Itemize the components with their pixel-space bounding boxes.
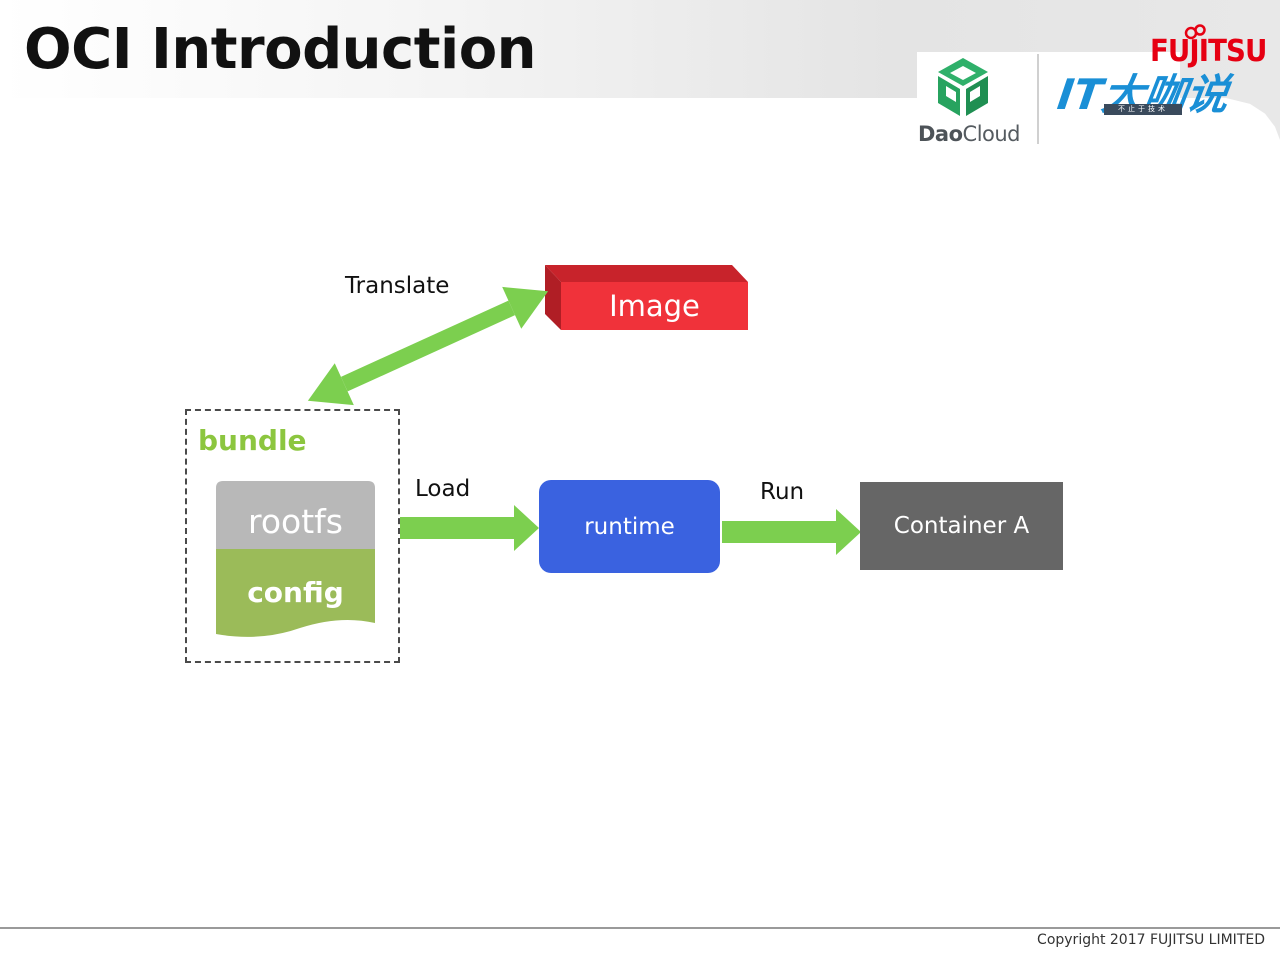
load-label: Load [415,476,471,502]
config-block [216,549,375,637]
rootfs-label: rootfs [248,502,343,541]
rootfs-block [216,481,375,549]
translate-double-arrow [307,286,549,406]
copyright-text: Copyright 2017 FUJITSU LIMITED [1037,932,1265,948]
footer-divider [0,927,1280,929]
config-label: config [247,575,344,609]
translate-label: Translate [345,273,450,299]
daocloud-logo-text-light: Cloud [962,122,1021,146]
load-arrow [400,505,539,551]
daocloud-logo-text: DaoCloud [918,122,1021,146]
logo-separator [1037,54,1039,144]
container-a-box [860,482,1063,570]
image-box-front [561,282,748,330]
it-brand-logo-subtitle: 不止于技术 [1104,104,1182,115]
fujitsu-logo-text: FUJITSU [1150,34,1267,69]
container-a-label: Container A [893,513,1030,539]
daocloud-logo-icon [938,58,988,116]
image-label: Image [609,289,700,323]
image-box-top [545,265,748,282]
image-box-side [545,265,561,330]
runtime-box [539,480,720,573]
daocloud-logo-text-bold: Dao [918,122,963,146]
bundle-label: bundle [198,424,307,457]
run-label: Run [760,479,805,505]
fujitsu-infinity-mark [1184,24,1206,40]
bundle-container [185,409,400,663]
run-arrow [722,509,861,555]
slide-title: OCI Introduction [24,17,537,82]
runtime-label: runtime [584,513,675,540]
